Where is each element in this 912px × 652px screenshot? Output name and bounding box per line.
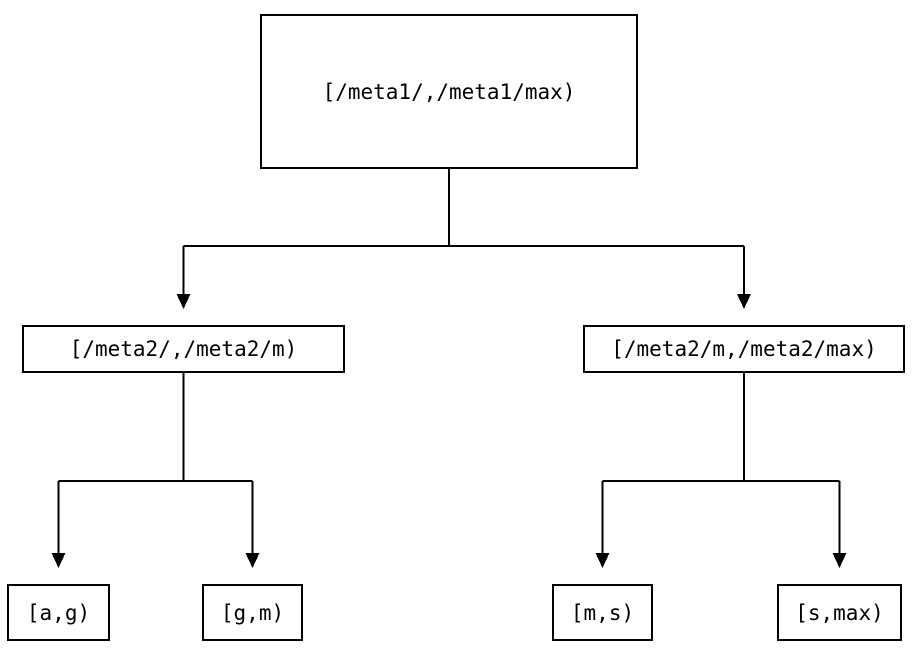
tree-node-right-child: [/meta2/m,/meta2/max)	[583, 325, 905, 373]
tree-node-leaf-ms-label: [m,s)	[570, 600, 635, 625]
arrowhead-leaf-gm	[245, 553, 260, 568]
arrowhead-leaf-ag	[51, 553, 66, 568]
arrowhead-leaf-ms	[595, 553, 610, 568]
tree-node-root-label: [/meta1/,/meta1/max)	[322, 79, 576, 104]
arrowhead-right-child	[737, 294, 751, 309]
tree-node-left-child-label: [/meta2/,/meta2/m)	[69, 337, 298, 361]
tree-node-root: [/meta1/,/meta1/max)	[260, 14, 638, 169]
tree-node-leaf-ag: [a,g)	[7, 584, 110, 641]
tree-node-leaf-smax: [s,max)	[777, 584, 902, 641]
arrowhead-leaf-smax	[832, 553, 847, 568]
tree-node-leaf-ms: [m,s)	[552, 584, 653, 641]
tree-node-left-child: [/meta2/,/meta2/m)	[22, 325, 345, 373]
tree-node-leaf-smax-label: [s,max)	[795, 600, 884, 625]
arrowhead-left-child	[176, 294, 191, 309]
tree-node-leaf-gm: [g,m)	[202, 584, 303, 641]
tree-node-right-child-label: [/meta2/m,/meta2/max)	[611, 337, 877, 361]
tree-node-leaf-ag-label: [a,g)	[26, 600, 91, 625]
tree-node-leaf-gm-label: [g,m)	[220, 600, 285, 625]
